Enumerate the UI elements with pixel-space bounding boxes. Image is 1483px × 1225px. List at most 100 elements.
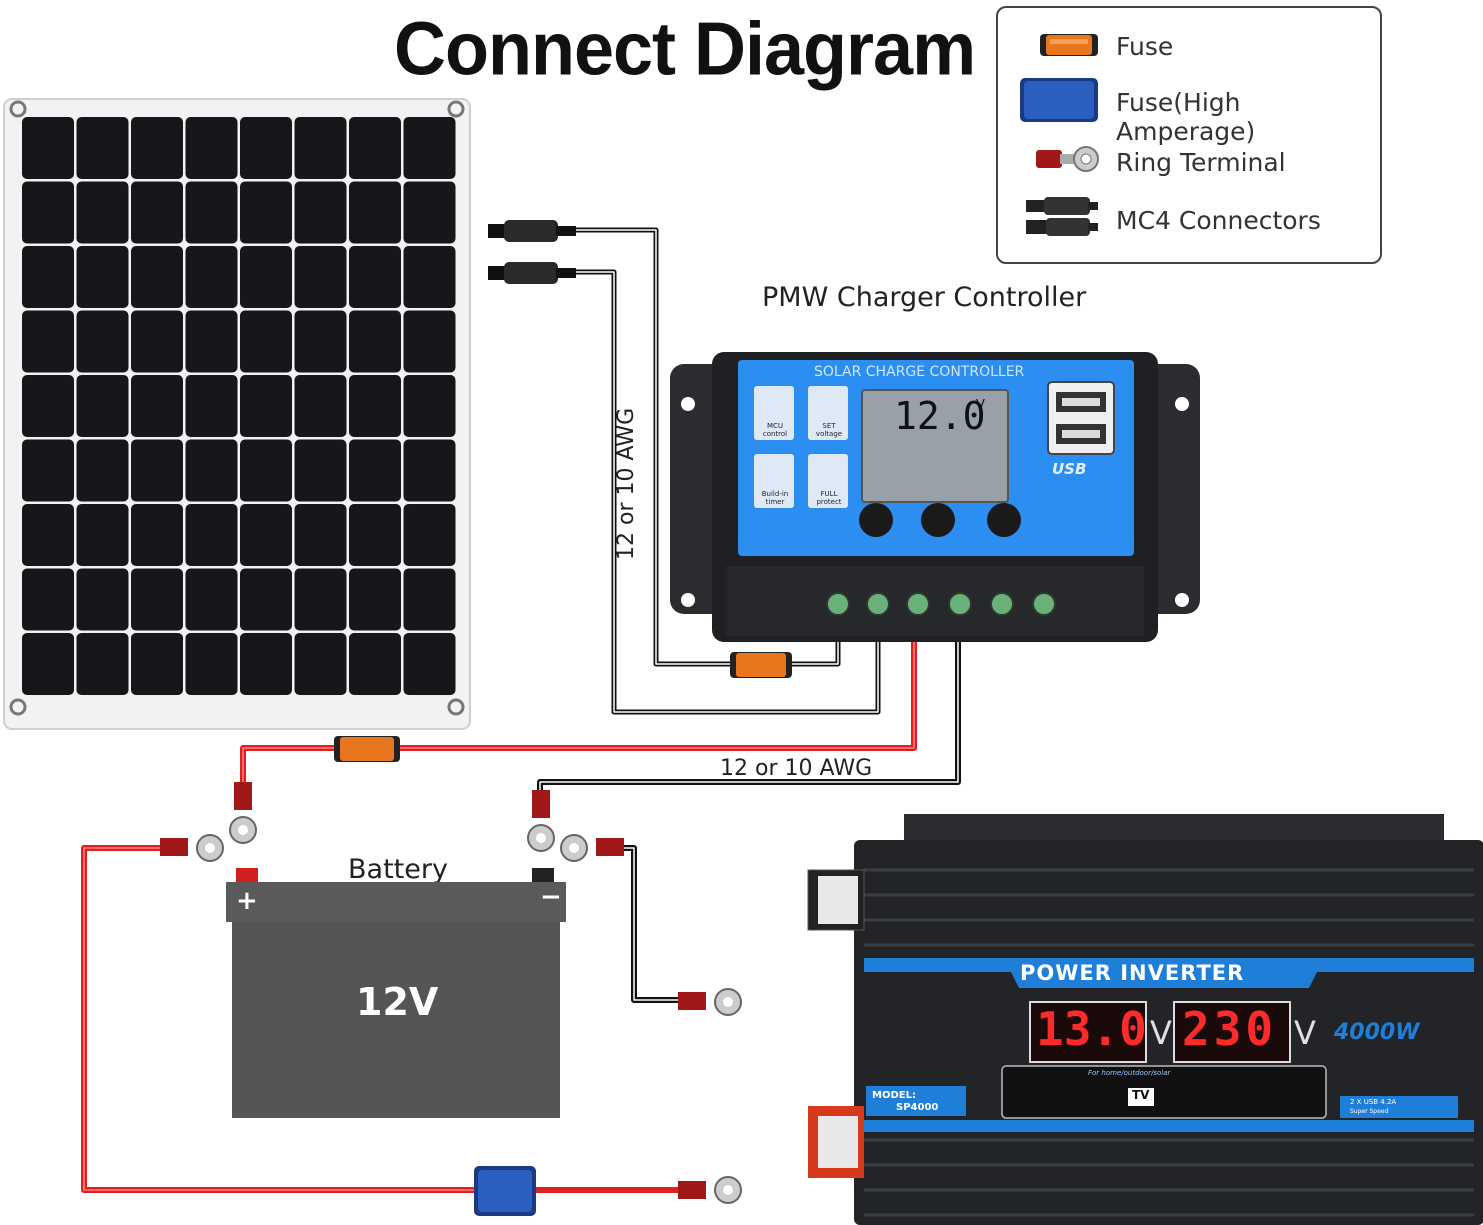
solar-cell [185, 439, 238, 502]
wire-gauge-label-horizontal: 12 or 10 AWG [720, 756, 873, 781]
solar-cell [349, 375, 401, 437]
inverter-tv-label: TV [1132, 1088, 1150, 1102]
solar-cell [131, 375, 183, 437]
solar-cell [294, 181, 347, 244]
legend-item-mc4: MC4 Connectors [998, 194, 1380, 244]
inverter-usb-sub: Super Speed [1350, 1108, 1389, 1115]
solar-cell [294, 504, 347, 566]
solar-cell [22, 117, 74, 179]
solar-cell [185, 310, 238, 373]
controller-caption: PMW Charger Controller [762, 282, 1087, 313]
solar-cell [240, 181, 292, 244]
solar-cell [240, 633, 292, 695]
feature-label: MCU control [762, 422, 788, 438]
solar-cell [240, 504, 292, 566]
solar-cell [349, 181, 401, 244]
feature-label: Build-in timer [761, 490, 789, 506]
solar-cell [22, 246, 74, 308]
fuse-icon [730, 652, 792, 678]
feature-label: SET voltage [815, 422, 843, 438]
ring-terminal-icon [527, 790, 555, 852]
solar-cell [76, 310, 129, 373]
legend-label: Fuse(High Amperage) [1116, 88, 1256, 146]
inverter-output-display: 230 [1182, 1002, 1278, 1056]
solar-cell [131, 504, 183, 566]
solar-cell [403, 568, 456, 631]
solar-cell [131, 117, 183, 179]
controller-panel-title: SOLAR CHARGE CONTROLLER [814, 364, 1025, 380]
solar-cell [185, 504, 238, 566]
solar-cell [403, 439, 456, 502]
solar-cell [294, 246, 347, 308]
solar-cell [76, 375, 129, 437]
battery-voltage: 12V [356, 980, 439, 1024]
controller-display-unit: V [976, 398, 985, 413]
solar-cell [294, 117, 347, 179]
inverter-power-rating: 4000W [1334, 1020, 1420, 1045]
charge-controller [670, 352, 1200, 642]
solar-cell [349, 439, 401, 502]
ring-terminal-icon [560, 834, 624, 862]
solar-cell [22, 181, 74, 244]
controller-display-value: 12.0 [894, 394, 986, 438]
solar-cell [185, 117, 238, 179]
ring-terminal-icon [1036, 146, 1099, 172]
solar-cell [76, 181, 129, 244]
inverter-input-unit: V [1150, 1014, 1172, 1052]
solar-cell [349, 246, 401, 308]
solar-cell [76, 568, 129, 631]
solar-cell [294, 375, 347, 437]
solar-cell [403, 375, 456, 437]
inverter-usage: For home/outdoor/solar [1088, 1069, 1171, 1077]
legend-label: Fuse [1116, 32, 1174, 61]
page-title: Connect Diagram [394, 7, 976, 92]
solar-cell [294, 568, 347, 631]
solar-cell [185, 568, 238, 631]
inverter-input-display: 13.0 [1036, 1002, 1147, 1056]
solar-cell [131, 439, 183, 502]
solar-cell [76, 504, 129, 566]
battery-plus: + [236, 886, 258, 916]
solar-cell [294, 310, 347, 373]
ring-terminal-icon [160, 834, 224, 862]
solar-cell [22, 310, 74, 373]
wire-gauge-label-vertical: 12 or 10 AWG [614, 407, 639, 560]
solar-cell [294, 633, 347, 695]
legend-label: Ring Terminal [1116, 148, 1286, 177]
ring-terminal-icon [229, 782, 257, 844]
solar-cell [349, 117, 401, 179]
solar-cell [131, 633, 183, 695]
solar-cell [403, 181, 456, 244]
high-amperage-fuse-icon [1020, 78, 1098, 122]
solar-cell [76, 439, 129, 502]
solar-cell [240, 375, 292, 437]
power-inverter [807, 814, 1483, 1225]
solar-cell [76, 117, 129, 179]
solar-cell [349, 633, 401, 695]
solar-cell [349, 504, 401, 566]
solar-cell [185, 375, 238, 437]
fuse-icon [1040, 34, 1098, 56]
solar-cell [240, 246, 292, 308]
usb-label: USB [1052, 460, 1087, 478]
ring-terminal-icon [678, 988, 742, 1016]
solar-cell [185, 181, 238, 244]
inverter-title: POWER INVERTER [1020, 961, 1245, 985]
inverter-model-label: MODEL: [872, 1090, 916, 1101]
high-amperage-fuse-icon [474, 1166, 536, 1216]
solar-cell [403, 310, 456, 373]
solar-cell [76, 246, 129, 308]
solar-cell [240, 310, 292, 373]
legend-item-fuse: Fuse [998, 20, 1380, 70]
solar-cell [76, 633, 129, 695]
battery-caption: Battery [348, 854, 448, 885]
solar-cell [131, 181, 183, 244]
solar-cell [22, 633, 74, 695]
solar-cell [240, 568, 292, 631]
solar-cell [403, 246, 456, 308]
solar-cell [403, 117, 456, 179]
fuse-icon [334, 736, 400, 762]
feature-label: FULL protect [816, 490, 842, 506]
